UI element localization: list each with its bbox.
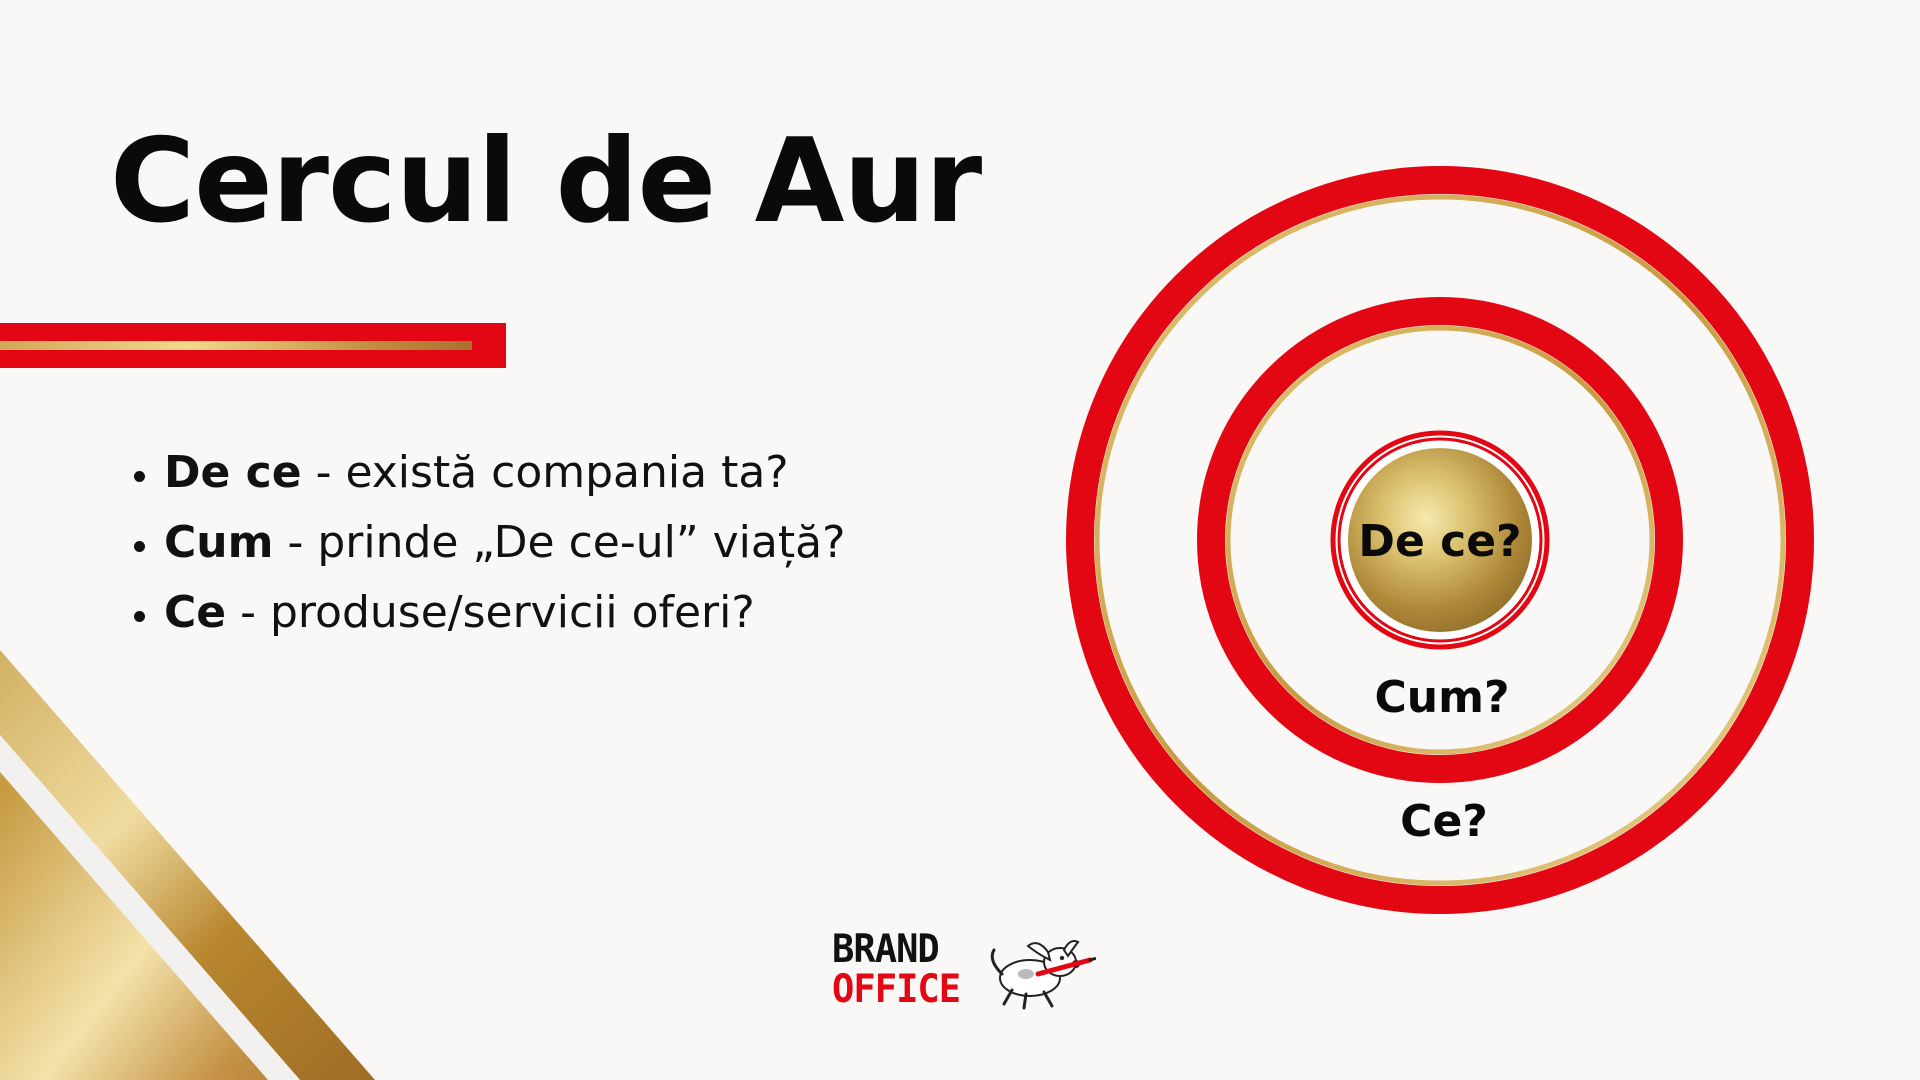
- outer-gold-ring: [1094, 194, 1786, 886]
- outer-label: Ce?: [1400, 796, 1488, 847]
- bullet-term: Cum: [164, 517, 274, 568]
- bullet-text: - produse/servicii oferi?: [226, 587, 755, 638]
- corner-gold-stripes: [0, 650, 375, 1080]
- brand-logo: BRAND OFFICE: [826, 930, 1096, 1014]
- list-item: De ce - există compania ta?: [162, 438, 845, 508]
- golden-circle-diagram: De ce? Cum? Ce?: [1066, 166, 1814, 914]
- bullet-text: - prinde „De ce-ul” viață?: [273, 517, 846, 568]
- dog-mascot-icon: [990, 940, 1096, 1010]
- page-title: Cercul de Aur: [110, 114, 982, 249]
- red-accent-bar: [0, 323, 506, 368]
- bullet-list: De ce - există compania ta? Cum - prinde…: [130, 438, 845, 648]
- middle-label: Cum?: [1375, 672, 1510, 723]
- bullet-term: Ce: [164, 587, 227, 638]
- logo-line-2: OFFICE: [832, 967, 961, 1012]
- outer-ring: [1066, 166, 1814, 914]
- middle-ring: [1197, 297, 1683, 783]
- bullet-text: - există compania ta?: [301, 447, 789, 498]
- middle-gold-ring: [1225, 325, 1655, 755]
- gold-accent-line: [0, 341, 472, 350]
- logo-line-1: BRAND: [832, 927, 940, 972]
- list-item: Ce - produse/servicii oferi?: [162, 578, 845, 648]
- list-item: Cum - prinde „De ce-ul” viață?: [162, 508, 845, 578]
- inner-label: De ce?: [1358, 516, 1521, 567]
- inner-gold-core: [1348, 448, 1532, 632]
- logo-wordmark: BRAND OFFICE: [832, 927, 961, 1012]
- bullet-term: De ce: [164, 447, 302, 498]
